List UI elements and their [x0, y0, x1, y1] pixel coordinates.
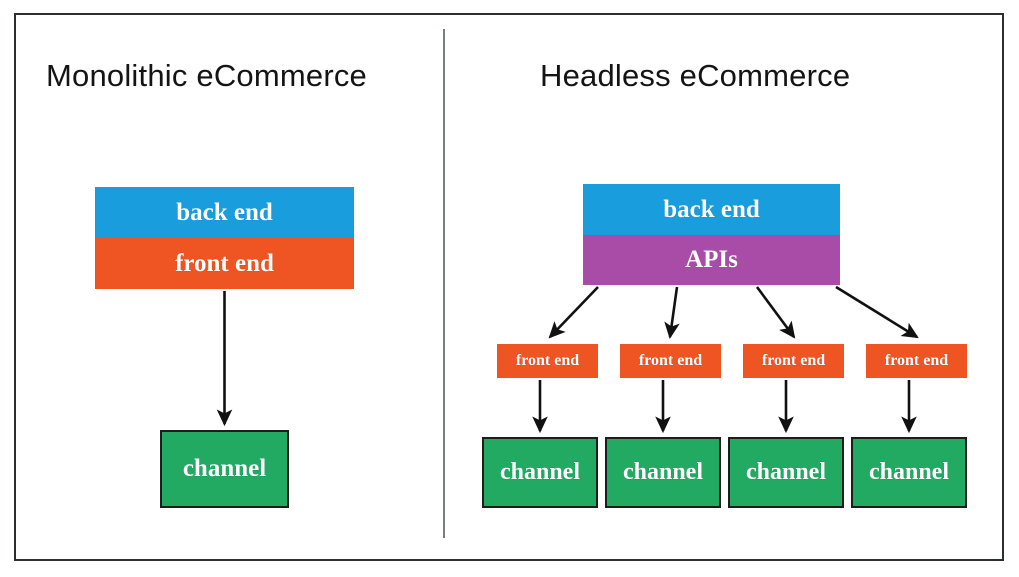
right-back-end-box: back end: [583, 184, 840, 235]
panel-title-headless: Headless eCommerce: [540, 58, 851, 93]
left-back-end-box: back end: [95, 187, 354, 238]
right-channel-box-3: channel: [728, 437, 844, 508]
right-front-end-box-3: front end: [743, 344, 844, 378]
right-front-end-box-4: front end: [866, 344, 967, 378]
panel-divider: [443, 29, 445, 538]
panel-title-monolithic: Monolithic eCommerce: [46, 58, 367, 93]
right-channel-box-1: channel: [482, 437, 598, 508]
left-channel-box: channel: [160, 430, 289, 508]
left-front-end-box: front end: [95, 238, 354, 289]
right-front-end-box-1: front end: [497, 344, 598, 378]
right-front-end-box-2: front end: [620, 344, 721, 378]
right-channel-box-2: channel: [605, 437, 721, 508]
right-apis-box: APIs: [583, 235, 840, 285]
right-channel-box-4: channel: [851, 437, 967, 508]
